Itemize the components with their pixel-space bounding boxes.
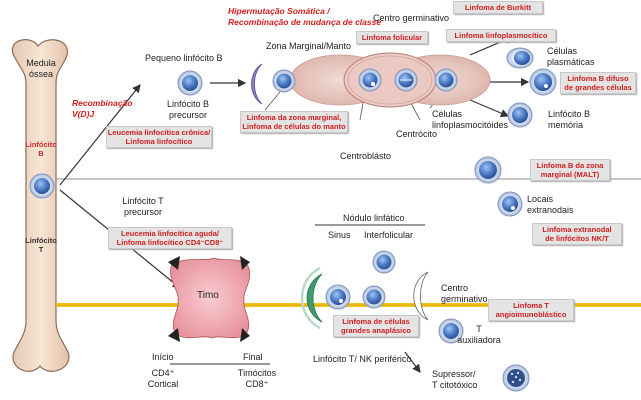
box-chronic-leukemia: Leucemia linfocítica crônica/Linfoma lin… bbox=[106, 126, 212, 148]
start-label: Início bbox=[152, 352, 174, 362]
mantle-crescent bbox=[251, 63, 263, 105]
bone-shape bbox=[11, 39, 70, 372]
thymus-shape bbox=[168, 256, 251, 342]
sinus-label: Sinus bbox=[328, 230, 351, 240]
centrocyte-label: Centrócito bbox=[396, 129, 438, 139]
peripheral-t-nk-label: Linfócito T/ NK periférico bbox=[313, 354, 412, 364]
germinal-center-label: Centro germinativo bbox=[373, 13, 450, 23]
germinal-center-capsule bbox=[289, 52, 491, 108]
box-lymphoplasmacytic: Linfoma linfoplasmocítico bbox=[446, 29, 556, 42]
small-b-lymphocyte-label: Pequeno linfócito B bbox=[145, 53, 223, 63]
hypermutation-label: Hipermutação Somática /Recombinação de m… bbox=[228, 6, 382, 27]
thymus-label: Timo bbox=[197, 290, 219, 301]
centroblast-label: Centroblásto bbox=[340, 151, 392, 161]
box-marginal-mantle: Linfoma da zona marginal,Linfoma de célu… bbox=[240, 111, 348, 133]
lymph-node-label: Nódulo linfático bbox=[343, 213, 405, 223]
interfollicular-label: Interfolicular bbox=[364, 230, 414, 240]
cd4-cortical-label: CD4⁺Cortical bbox=[147, 368, 179, 389]
box-acute-leukemia: Leucemia linfocítica aguda/Linfoma linfo… bbox=[108, 227, 232, 249]
cells bbox=[29, 47, 557, 392]
suppressor-label: Supressor/T citotóxico bbox=[432, 369, 478, 390]
box-burkitt: Linfoma de Burkitt bbox=[453, 1, 543, 14]
arrow-to-b bbox=[59, 84, 141, 186]
box-follicular: Linfoma folicular bbox=[356, 31, 428, 44]
marginal-zone-label: Zona Marginal/Manto bbox=[266, 41, 352, 51]
end-label: Final bbox=[243, 352, 263, 362]
